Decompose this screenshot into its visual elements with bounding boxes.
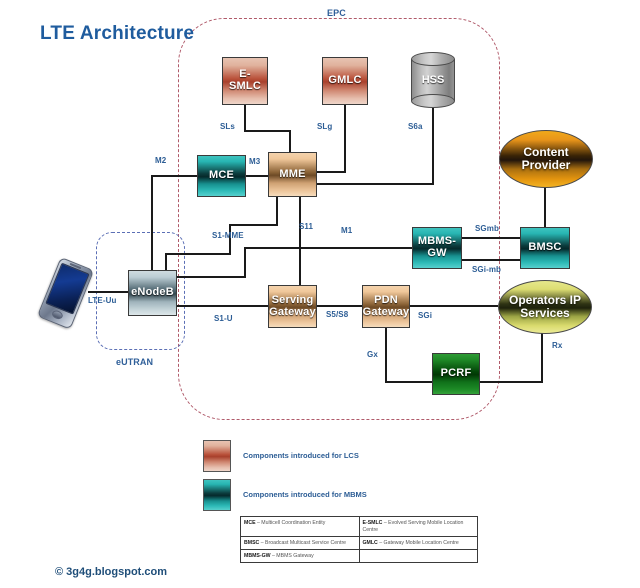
wire-s6a [317,108,434,185]
node-gmlc-label: GMLC [328,74,362,87]
glossary-abbr: BMSC [244,539,260,546]
node-mbms-gw-label-line1: MBMS- [417,235,457,248]
legend-label-lcs: Components introduced for LCS [243,451,359,460]
hss-cylinder-bottom [411,94,455,108]
node-pdn-gateway[interactable]: PDN Gateway [362,285,410,328]
glossary-abbr: GMLC [362,539,378,546]
table-row: MCE – Multicell Coordination Entity E-SM… [240,515,478,538]
epc-boundary-region [178,18,500,420]
node-bmsc-label: BMSC [528,241,562,254]
node-serving-gateway-label-line2: Gateway [269,305,316,318]
node-operators-ip-services[interactable]: Operators IP Services [498,280,592,334]
node-enodeb[interactable]: eNodeB [128,270,177,316]
node-serving-gateway-label-line1: Serving [271,293,314,306]
table-row: BMSC – Broadcast Multicast Service Centr… [240,536,478,551]
glossary-desc: – Broadcast Multicast Service Centre [259,539,347,546]
node-enodeb-label: eNodeB [131,286,174,299]
interface-label-s6a: S6a [408,122,423,131]
glossary-abbr: MCE [244,519,256,526]
node-content-provider-label-line2: Provider [521,158,571,172]
glossary-desc: – Gateway Mobile Location Centre [377,539,459,546]
page-title: LTE Architecture [40,23,195,44]
table-row: MBMS-GW – MBMS Gateway [240,549,478,564]
glossary-abbr: E-SMLC [362,519,383,526]
interface-label-sgi-mb: SGi-mb [472,265,502,274]
node-e-smlc-label: E-SMLC [229,68,261,92]
interface-label-slg: SLg [317,122,333,131]
interface-label-m1: M1 [341,226,353,235]
interface-label-gx: Gx [367,350,378,359]
node-hss[interactable]: HSS [411,52,455,108]
glossary-desc: – Evolved Serving Mobile Location Centre [362,519,464,533]
node-content-provider-label-line1: Content [523,144,569,159]
wire-sls [244,105,291,152]
hss-cylinder-top [411,52,455,66]
node-content-provider[interactable]: Content Provider [499,130,593,188]
glossary-cell-mbms-gw: MBMS-GW – MBMS Gateway [240,549,360,564]
interface-label-s1-u: S1-U [214,314,233,323]
node-mme[interactable]: MME [268,152,317,197]
interface-label-s1-mme: S1-MME [212,231,244,240]
wire-m1 [177,247,412,278]
node-mme-label: MME [279,167,306,180]
glossary-table: MCE – Multicell Coordination Entity E-SM… [240,515,478,564]
region-label-eutran: eUTRAN [116,357,154,367]
node-e-smlc[interactable]: E-SMLC [222,57,268,105]
node-pcrf[interactable]: PCRF [432,353,480,395]
wire-gx [385,328,432,383]
interface-label-s5-s8: S5/S8 [326,310,349,319]
glossary-cell-empty [358,549,478,564]
wire-s1mme [165,197,278,270]
wire-slg [317,105,346,173]
node-pdn-gateway-label-line2: Gateway [362,305,410,318]
wire-rx [480,332,543,383]
interface-label-sgi: SGi [418,311,433,320]
interface-label-lte-uu: LTE-Uu [88,296,117,305]
node-mce[interactable]: MCE [197,155,246,197]
glossary-desc: – Multicell Coordination Entity [255,519,326,526]
wire-m2 [151,175,197,270]
node-operators-ip-services-label-line1: Operators IP [508,292,582,307]
interface-label-s11: S11 [299,222,314,231]
node-pdn-gateway-label-line1: PDN [374,293,398,306]
interface-label-sls: SLs [220,122,235,131]
region-label-epc: EPC [327,8,346,18]
glossary-table-body: MCE – Multicell Coordination Entity E-SM… [240,515,478,564]
legend-swatch-mbms [203,479,231,511]
legend-label-mbms: Components introduced for MBMS [243,490,367,499]
node-mce-label: MCE [208,169,235,182]
node-mbms-gw[interactable]: MBMS- GW [412,227,462,269]
node-gmlc[interactable]: GMLC [322,57,368,105]
interface-label-m2: M2 [155,156,167,165]
glossary-cell-e-smlc: E-SMLC – Evolved Serving Mobile Location… [358,515,478,538]
node-bmsc[interactable]: BMSC [520,227,570,269]
legend-swatch-lcs [203,440,231,472]
node-hss-label: HSS [421,74,445,86]
glossary-abbr: MBMS-GW [244,552,271,559]
glossary-desc: – MBMS Gateway [270,552,314,559]
interface-label-sgmb: SGmb [475,224,499,233]
footer-credit: © 3g4g.blogspot.com [55,566,167,578]
node-mbms-gw-label-line2: GW [427,247,447,259]
node-serving-gateway[interactable]: Serving Gateway [268,285,317,328]
interface-label-m3: M3 [249,157,261,166]
node-operators-ip-services-label-line2: Services [520,306,570,320]
interface-label-rx: Rx [552,341,563,350]
node-pcrf-label: PCRF [440,367,472,380]
